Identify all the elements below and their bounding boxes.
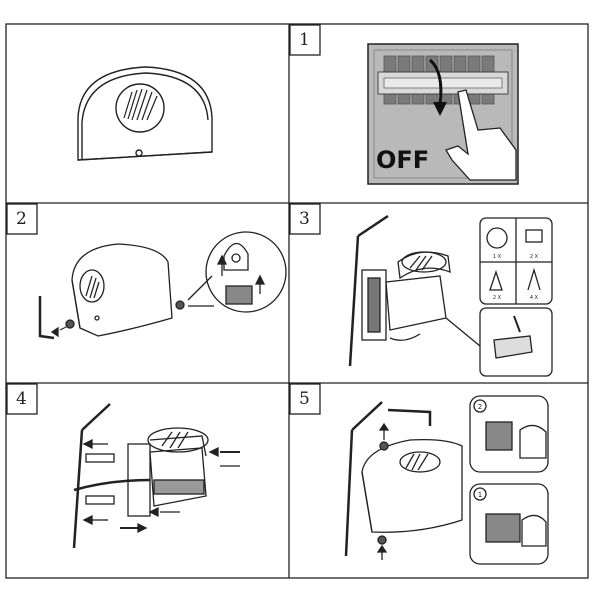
off-label: OFF xyxy=(376,146,429,174)
panel-grid xyxy=(5,23,589,579)
step-2-remove-cover xyxy=(38,231,287,340)
sub-step-2-number: 2 xyxy=(478,403,482,411)
step-3-wiring xyxy=(348,214,553,377)
kit-count-1: 1 X xyxy=(493,254,502,260)
step-number-5: 5 xyxy=(299,389,310,409)
step-number-4: 4 xyxy=(16,389,27,409)
allen-key-icon xyxy=(38,296,55,340)
step-4-mounting xyxy=(72,403,240,549)
step-1-circuit-breaker xyxy=(367,43,519,185)
step-number-3: 3 xyxy=(299,209,310,229)
sub-step-1-number: 1 xyxy=(478,491,482,499)
step-number-2: 2 xyxy=(16,209,27,229)
fan-louver-icon xyxy=(123,88,158,121)
kit-count-2: 2 X xyxy=(530,254,539,260)
sub-step-2-box xyxy=(469,395,549,473)
kit-count-4: 4 X xyxy=(530,295,539,301)
switch-down-arrow-icon xyxy=(428,58,443,105)
sub-step-1-box xyxy=(469,483,549,565)
hand-pointer-icon xyxy=(445,89,517,181)
step-number-1: 1 xyxy=(299,30,310,50)
product-overview-lamp xyxy=(77,66,213,161)
step-5-refit-cover xyxy=(344,395,549,565)
kit-count-3: 2 X xyxy=(493,295,502,301)
